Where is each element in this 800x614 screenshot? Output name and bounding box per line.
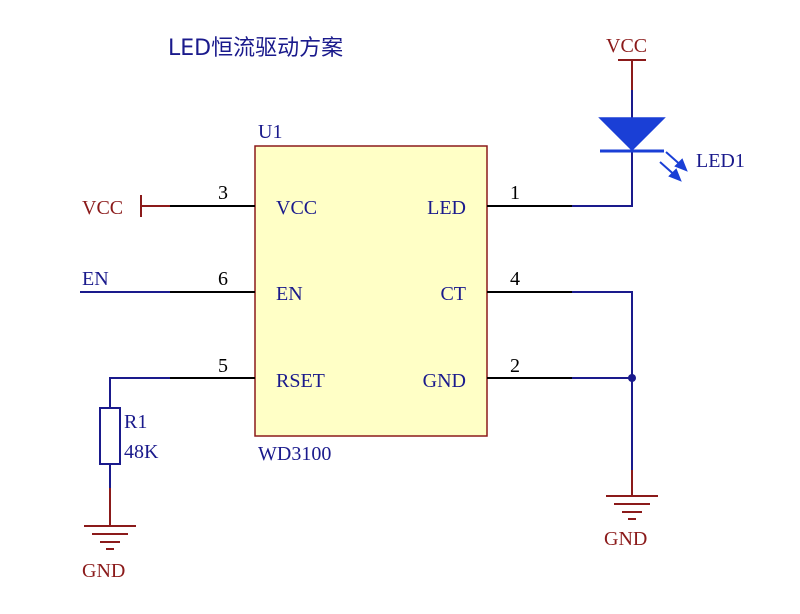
pin-leads xyxy=(170,205,572,379)
resistor-r1 xyxy=(99,407,121,465)
led-emission-arrows-icon xyxy=(659,151,688,182)
pin-number-1: 1 xyxy=(510,182,520,204)
gnd-label-right: GND xyxy=(604,528,647,550)
chip-body xyxy=(254,145,488,437)
pin-number-6: 6 xyxy=(218,268,228,290)
led-diode-triangle xyxy=(598,117,666,152)
pin-number-2: 2 xyxy=(510,355,520,377)
led-branch: VCC LED1 xyxy=(572,35,745,207)
pin-number-5: 5 xyxy=(218,355,228,377)
en-net-label: EN xyxy=(82,268,109,290)
led-designator: LED1 xyxy=(696,150,745,172)
pin-name-rset: RSET xyxy=(276,370,325,392)
pin-number-3: 3 xyxy=(218,182,228,204)
rset-network: R1 48K xyxy=(99,377,170,526)
schematic-title: LED恒流驱动方案 xyxy=(168,36,343,61)
pin-name-ct: CT xyxy=(440,283,466,305)
resistor-designator: R1 xyxy=(124,411,147,433)
pin-name-en: EN xyxy=(276,283,303,305)
pin-name-gnd: GND xyxy=(423,370,466,392)
vcc-power-port-left: VCC xyxy=(82,195,170,219)
pin-number-4: 4 xyxy=(510,268,520,290)
pin-name-vcc: VCC xyxy=(276,197,317,219)
ground-symbol-right: GND xyxy=(604,495,658,550)
vcc-label-top: VCC xyxy=(606,35,647,57)
ground-symbol-left: GND xyxy=(82,525,136,582)
chip-part-number: WD3100 xyxy=(258,443,331,465)
gnd-label-left: GND xyxy=(82,560,125,582)
pin-name-led: LED xyxy=(427,197,466,219)
en-net: EN xyxy=(80,268,170,293)
resistor-value: 48K xyxy=(124,441,159,463)
vcc-label-left: VCC xyxy=(82,197,123,219)
chip-designator: U1 xyxy=(258,121,282,143)
ct-gnd-branch xyxy=(572,291,636,496)
